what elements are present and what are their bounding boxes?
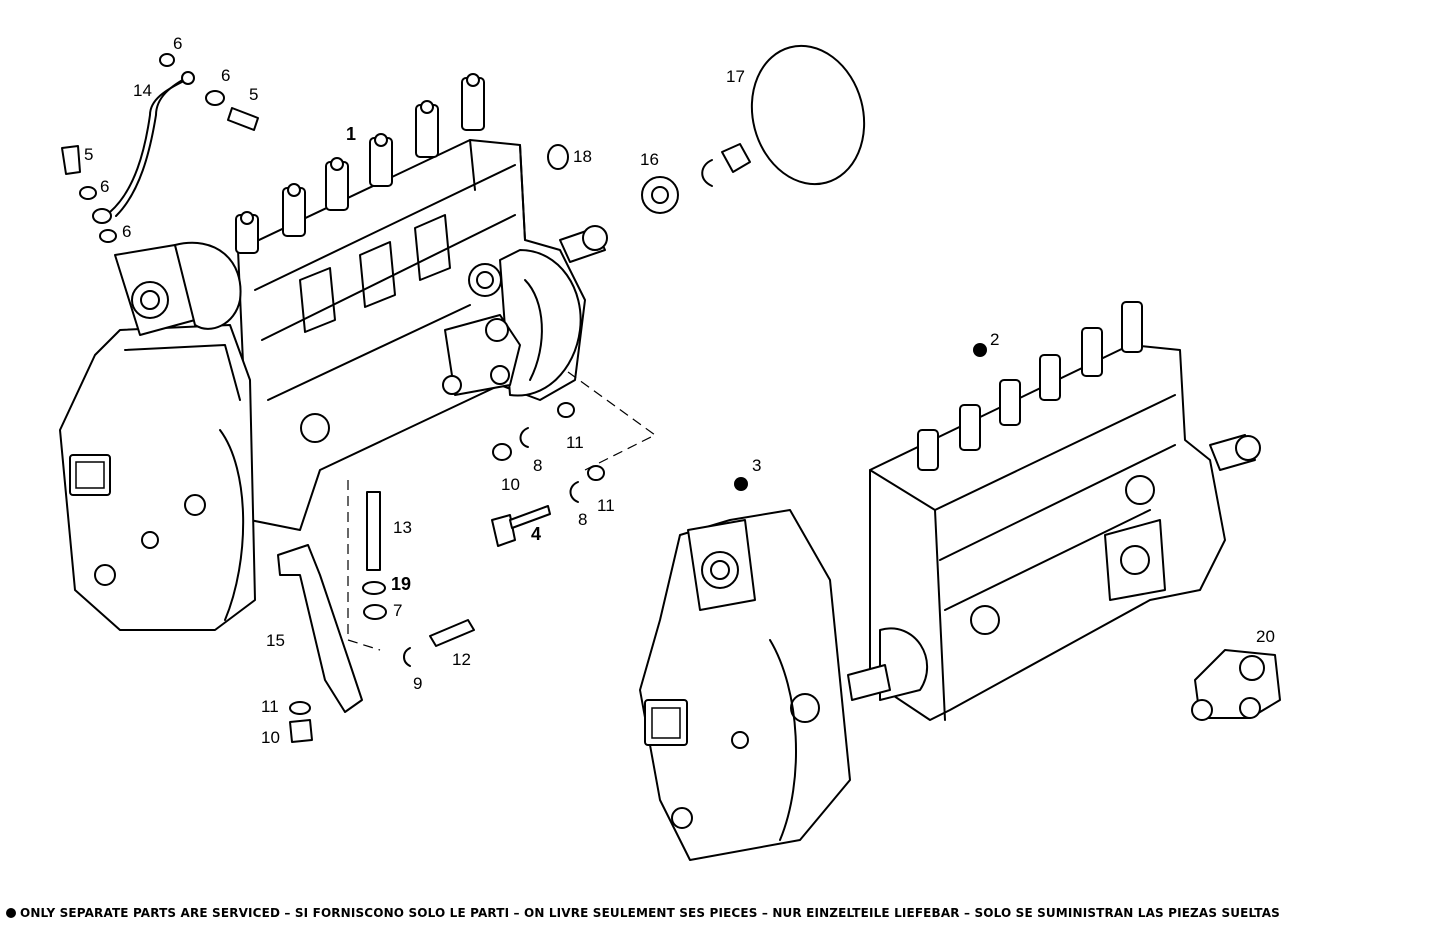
serviced-separately-marker [734,477,748,491]
callout-11: 11 [261,697,279,716]
callout-19: 19 [391,574,411,594]
callout-10: 10 [501,475,520,494]
o-ring [750,44,866,186]
callout-12: 12 [452,650,471,669]
callout-16: 16 [640,150,659,169]
callout-20: 20 [1256,627,1275,646]
callout-2: 2 [990,330,999,349]
callout-15: 15 [266,631,285,650]
pump-body [847,301,1261,721]
overflow-valve [1191,649,1281,721]
assembly-line [347,480,381,651]
service-note-text: ONLY SEPARATE PARTS ARE SERVICED – SI FO… [20,906,1280,920]
callout-13: 13 [393,518,412,537]
callout-17: 17 [726,67,745,86]
callout-14: 14 [133,81,152,100]
hardware [61,53,605,743]
callout-3: 3 [752,456,761,475]
governor-housing [639,509,851,861]
callout-5: 5 [249,85,258,104]
callout-6: 6 [100,177,109,196]
callout-1: 1 [346,124,356,144]
callout-8: 8 [533,456,542,475]
serviced-separately-marker [973,343,987,357]
injection-pump-assembly [59,73,608,631]
callout-11: 11 [566,433,584,452]
callout-18: 18 [573,147,592,166]
callout-8: 8 [578,510,587,529]
gear-icon [641,176,679,214]
callout-9: 9 [413,674,422,693]
service-note: ONLY SEPARATE PARTS ARE SERVICED – SI FO… [6,906,1430,926]
bullet-icon [6,908,16,918]
callout-6: 6 [221,66,230,85]
assembly-line [567,371,657,471]
callout-6: 6 [122,222,131,241]
callout-10: 10 [261,728,280,747]
callout-6: 6 [173,34,182,53]
callout-7: 7 [393,601,402,620]
callout-4: 4 [531,524,541,544]
callout-11: 11 [597,496,615,515]
callout-5: 5 [84,145,93,164]
